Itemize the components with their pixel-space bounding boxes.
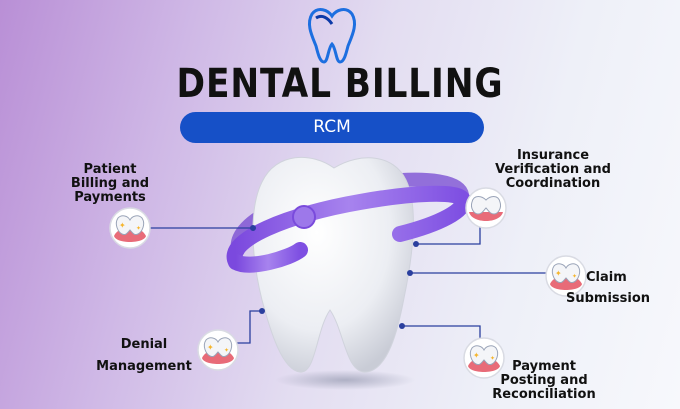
label-payment-posting: Payment Posting and Reconciliation [492,359,596,402]
svg-text:✦: ✦ [119,221,126,230]
svg-text:✦: ✦ [136,225,141,232]
gum-tooth-icon [465,187,507,229]
svg-text:✦: ✦ [572,273,577,280]
svg-text:✦: ✦ [555,269,562,278]
svg-text:✦: ✦ [207,343,214,352]
tooth-sparkle-icon: ✦ ✦ [463,337,505,379]
tooth-sparkle-icon: ✦ ✦ [545,255,587,297]
label-claim-line2: Submission [566,291,651,306]
label-claim-line1: Claim [586,270,627,285]
page-title: DENTAL BILLING [176,61,504,107]
tooth-logo-icon [308,8,356,64]
label-denial-management: Denial Management [96,337,192,374]
subtitle-badge: RCM [180,112,484,143]
tooth-sparkle-icon: ✦ ✦ [109,207,151,249]
svg-text:✦: ✦ [224,347,229,354]
label-patient-billing: Patient Billing and Payments [70,162,150,205]
svg-text:✦: ✦ [473,351,480,360]
label-insurance-verification: Insurance Verification and Coordination [495,148,611,191]
svg-text:✦: ✦ [490,355,495,362]
tooth-sparkle-icon: ✦ ✦ [197,329,239,371]
